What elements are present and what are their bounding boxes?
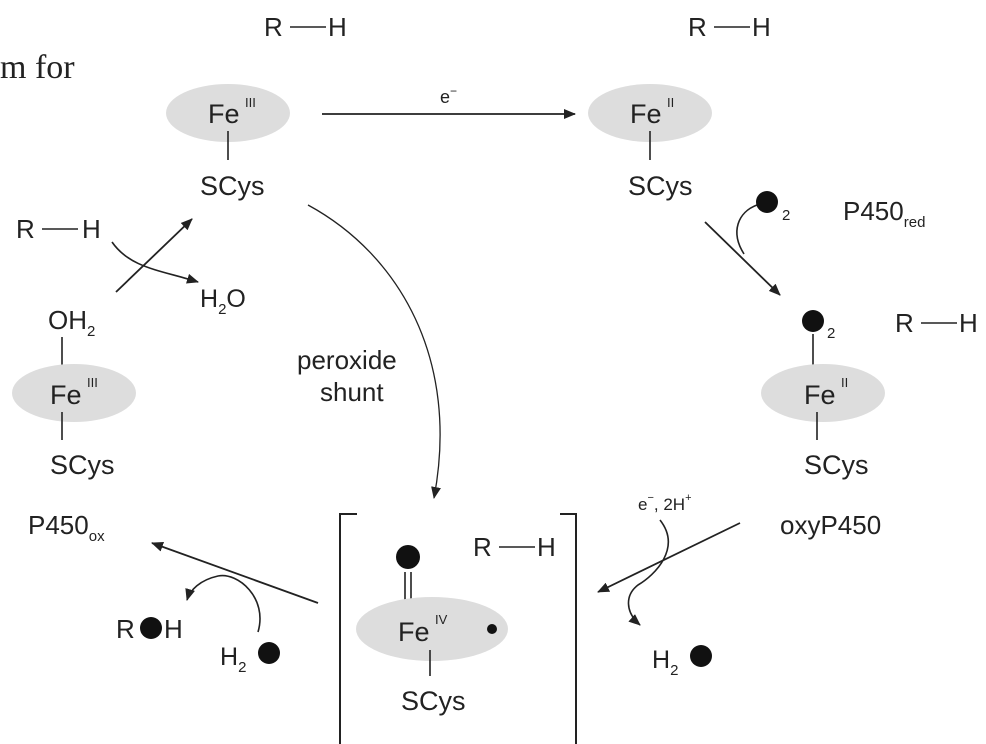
fe-label: Fe (630, 99, 662, 129)
rh-h: H (82, 214, 101, 244)
water-label: H2O (200, 285, 246, 318)
rh-h: H (752, 12, 771, 42)
fe-label: Fe (50, 380, 82, 410)
complex-oxy: 2 R H Fe II SCys oxyP450 (761, 308, 978, 540)
rh-h: H (537, 532, 556, 562)
rh-h: H (328, 12, 347, 42)
rh-r: R (264, 12, 283, 42)
complex-fe3-resting: R H Fe III SCys (166, 12, 347, 201)
aqua-ligand-label: OH2 (48, 305, 95, 340)
rh-r: R (473, 532, 492, 562)
fe-oxidation-state: III (87, 375, 98, 390)
peroxide-shunt-arrow (307, 204, 441, 499)
oxygen-atom (140, 617, 162, 639)
water-label: H2 (220, 643, 246, 676)
heme-ellipse (166, 84, 290, 142)
o2-binding-arrow (704, 221, 781, 296)
p450-red-label: P450red (843, 196, 925, 231)
o2-subscript: 2 (827, 325, 835, 342)
complex-fe2: R H Fe II SCys (588, 12, 771, 201)
rh-r: R (895, 308, 914, 338)
o2-entry-curve (736, 204, 758, 255)
rebound-arrow (151, 542, 319, 604)
rh-r: R (688, 12, 707, 42)
oxygen-atom (690, 645, 712, 667)
ligand-label: SCys (200, 171, 265, 201)
shunt-label: shunt (320, 377, 384, 407)
fe-oxidation-state: II (667, 95, 674, 110)
bracket-left (339, 513, 357, 744)
product-release-curve (185, 574, 261, 633)
ligand-label: SCys (804, 450, 869, 480)
radical-dot (487, 624, 497, 634)
electrons-protons-label: e−, 2H+ (638, 492, 692, 514)
header-fragment: m for (0, 49, 75, 86)
rh-h: H (959, 308, 978, 338)
electron-label: e− (440, 84, 457, 107)
reduction-arrow (597, 522, 741, 593)
oxygen-atom (756, 191, 778, 213)
heme-ellipse (588, 84, 712, 142)
heme-ellipse (356, 597, 508, 661)
fe-oxidation-state: IV (435, 612, 448, 627)
o2-subscript: 2 (782, 207, 790, 224)
rh-r: R (16, 214, 35, 244)
oxyp450-label: oxyP450 (780, 510, 881, 540)
heme-ellipse (761, 364, 885, 422)
fe-label: Fe (208, 99, 240, 129)
oxygen-atom (802, 310, 824, 332)
ligand-label: SCys (50, 450, 115, 480)
oxygen-atom (258, 642, 280, 664)
fe-label: Fe (398, 617, 430, 647)
complex-fe3-aqua: OH2 Fe III SCys (12, 305, 136, 480)
fe-label: Fe (804, 380, 836, 410)
ligand-label: SCys (401, 686, 466, 716)
heme-ellipse (12, 364, 136, 422)
product-r: R (116, 614, 135, 644)
bracket-right (560, 513, 577, 744)
peroxide-label: peroxide (297, 345, 397, 375)
fe-oxidation-state: III (245, 95, 256, 110)
water-release-curve (627, 519, 669, 626)
ligand-label: SCys (628, 171, 693, 201)
product-h: H (164, 614, 183, 644)
water-released: H2 (652, 646, 678, 679)
water-displacement-curve (111, 241, 199, 284)
substrate-binding-arrow (115, 218, 193, 293)
p450-ox-label: P450ox (28, 510, 105, 545)
fe-oxidation-state: II (841, 375, 848, 390)
compound-i-intermediate: R H Fe IV SCys (339, 513, 577, 744)
oxygen-atom (396, 545, 420, 569)
